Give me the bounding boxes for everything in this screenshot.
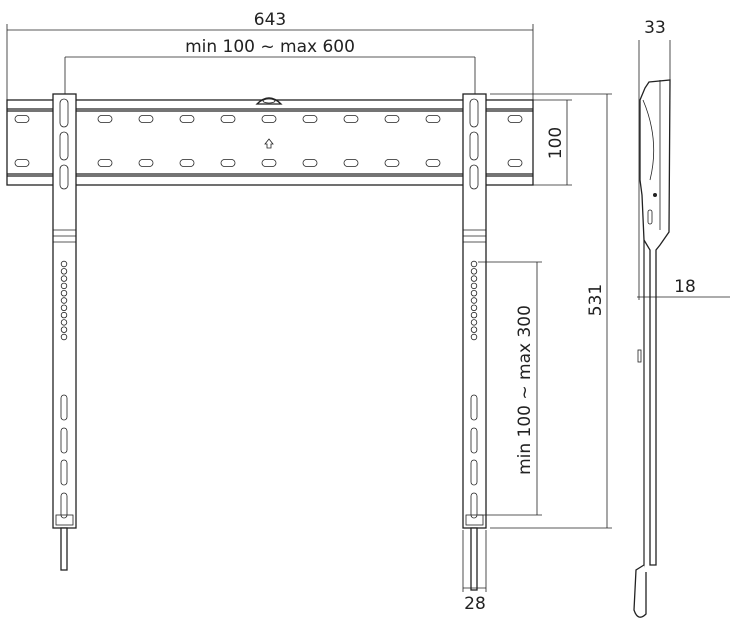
arm-hole	[60, 282, 68, 290]
arm-hole	[470, 275, 478, 282]
rail-slot	[220, 159, 236, 167]
arm-slot	[60, 459, 68, 486]
arm-slot	[59, 164, 69, 190]
rail-slot	[138, 159, 154, 167]
rail-slot	[261, 159, 277, 167]
left-arm	[52, 93, 77, 571]
rail-slot	[343, 159, 359, 167]
overall-width-label: 643	[254, 10, 286, 30]
arm-slot	[470, 492, 478, 519]
rail-slot	[302, 159, 318, 167]
arm-hole	[470, 297, 478, 304]
arm-width-label: 28	[464, 594, 486, 614]
arm-slot	[59, 98, 69, 128]
arm-slot	[470, 427, 478, 454]
side-view: 33 18	[633, 18, 730, 618]
arm-hole	[470, 326, 478, 333]
arm-slot	[469, 164, 479, 190]
arm-slot	[60, 492, 68, 519]
rail-slot	[97, 159, 113, 167]
arm-hole	[60, 290, 68, 297]
arm-hole	[60, 319, 68, 326]
arm-slot	[470, 394, 478, 421]
arm-hole	[470, 311, 478, 319]
arm-hole	[470, 304, 478, 311]
arm-hole	[60, 297, 68, 304]
arm-hole	[60, 275, 68, 282]
max-depth-label: 33	[644, 18, 666, 38]
level-hook	[255, 97, 283, 105]
rail-slot	[302, 115, 318, 123]
rail-slot	[507, 115, 523, 123]
dimension-overall-width: 643	[6, 10, 534, 185]
arm-pin	[470, 527, 478, 591]
arm-hole	[470, 290, 478, 297]
arm-hole	[60, 326, 68, 333]
arm-hole	[60, 333, 68, 341]
min-depth-label: 18	[674, 277, 696, 297]
safety-lock-cord	[633, 564, 647, 618]
vertical-spacing-label: min 100 ~ max 300	[515, 305, 535, 475]
rail-slot	[14, 159, 30, 167]
rail-slot	[97, 115, 113, 123]
arm-hole	[470, 333, 478, 341]
arm-slot	[60, 427, 68, 454]
rail-slot	[384, 159, 400, 167]
screw	[653, 193, 657, 197]
dimension-arm-width: 28	[462, 530, 487, 614]
arm-hole	[470, 319, 478, 326]
wall-rail	[6, 97, 534, 186]
arm-hole	[60, 268, 68, 275]
dimension-horizontal-spacing: min 100 ~ max 600	[64, 37, 476, 95]
up-arrow-icon	[264, 138, 274, 149]
arm-hole	[60, 260, 68, 268]
dimension-vertical-spacing: min 100 ~ max 300	[478, 261, 542, 516]
arm-foot	[55, 514, 74, 526]
arm-body	[52, 93, 77, 529]
arm-slot	[470, 459, 478, 486]
arm-foot	[465, 514, 484, 526]
arm-body	[462, 93, 487, 529]
rail-slot	[138, 115, 154, 123]
arm-hole	[470, 260, 478, 268]
rail-height-label: 100	[546, 127, 566, 159]
rail-slot	[507, 159, 523, 167]
right-arm	[462, 93, 487, 591]
arm-hole	[60, 304, 68, 311]
arm-slot	[469, 98, 479, 128]
arm-hole	[470, 268, 478, 275]
arm-hole	[470, 282, 478, 290]
arm-slot	[59, 131, 69, 161]
horizontal-spacing-label: min 100 ~ max 600	[185, 37, 355, 57]
arm-length-label: 531	[586, 284, 606, 316]
arm-hole	[60, 311, 68, 319]
rail-slot	[261, 115, 277, 123]
rail-slot	[14, 115, 30, 123]
rail-slot	[179, 115, 195, 123]
arm-pin	[60, 527, 68, 571]
arm-slot	[60, 394, 68, 421]
dimension-arm-length: 531	[490, 93, 612, 529]
dimension-rail-height: 100	[533, 99, 572, 186]
rail-slot	[425, 159, 441, 167]
rail-slot	[220, 115, 236, 123]
rail-slot	[384, 115, 400, 123]
rail-slot	[343, 115, 359, 123]
arm-slot	[469, 131, 479, 161]
rail-slot	[425, 115, 441, 123]
rail-slot	[179, 159, 195, 167]
